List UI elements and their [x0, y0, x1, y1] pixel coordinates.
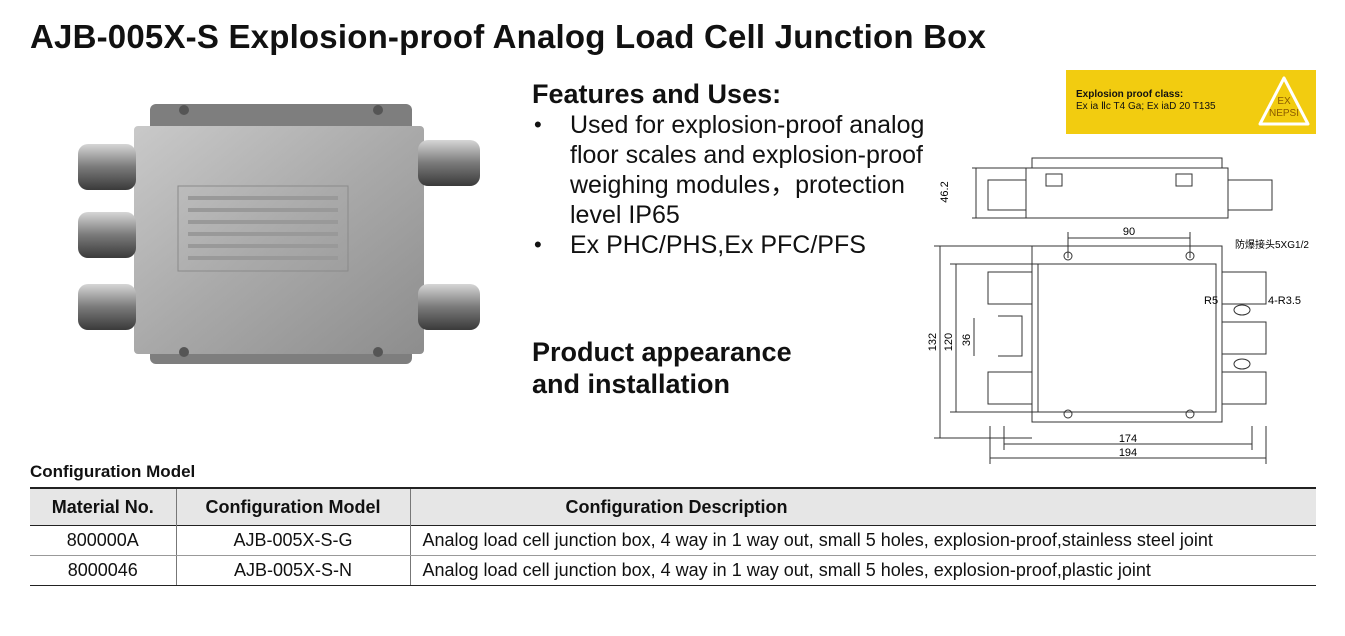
header-configuration-description: Configuration Description — [409, 487, 1316, 526]
features-list: Used for explosion-proof analog floor sc… — [532, 110, 932, 260]
r5-label: R5 — [1204, 295, 1218, 307]
nepsi-mark-top: EX — [1277, 96, 1291, 107]
nepsi-mark-bottom: NEPSI — [1269, 108, 1299, 119]
table-row: 800000A AJB-005X-S-G Analog load cell ju… — [30, 525, 1316, 556]
dim-height-label: 46.2 — [939, 181, 951, 202]
joint-label: 防爆接头5XG1/2 — [1235, 238, 1309, 251]
configuration-section-label: Configuration Model — [30, 462, 196, 481]
cell-configuration-model: AJB-005X-S-G — [175, 525, 410, 556]
table-row: 8000046 AJB-005X-S-N Analog load cell ju… — [30, 555, 1316, 586]
technical-drawing: 46.2 90 防爆接头5XG1/2 R5 4-R3.5 132 120 36 … — [927, 157, 1309, 464]
dim-120-label: 120 — [943, 333, 955, 351]
holes-label: 4-R3.5 — [1268, 295, 1301, 307]
feature-item: Used for explosion-proof analog floor sc… — [532, 110, 932, 230]
cell-material-no: 800000A — [30, 525, 176, 556]
explosion-class-label: Explosion proof class: — [1076, 89, 1184, 100]
explosion-class-badge: Explosion proof class: Ex ia Ⅱc T4 Ga; E… — [1066, 70, 1316, 134]
nepsi-triangle-icon: EX NEPSI — [1258, 76, 1310, 126]
feature-item: Ex PHC/PHS,Ex PFC/PFS — [532, 230, 932, 260]
dim-90-label: 90 — [1123, 226, 1135, 238]
cell-material-no: 8000046 — [30, 555, 176, 586]
explosion-class-value: Ex ia Ⅱc T4 Ga; Ex iaD 20 T135 — [1076, 101, 1216, 112]
appearance-heading: Product appearance and installation — [532, 337, 792, 399]
cell-configuration-model: AJB-005X-S-N — [175, 555, 410, 586]
cell-configuration-description: Analog load cell junction box, 4 way in … — [409, 525, 1316, 556]
dim-36-label: 36 — [961, 334, 973, 346]
features-section: Features and Uses: Used for explosion-pr… — [532, 78, 932, 260]
features-heading: Features and Uses: — [532, 79, 782, 109]
configuration-table: Material No. Configuration Model Configu… — [30, 487, 1316, 586]
table-header-row: Material No. Configuration Model Configu… — [30, 487, 1316, 526]
dim-174-label: 174 — [1119, 433, 1137, 445]
product-photo — [78, 104, 480, 364]
cell-configuration-description: Analog load cell junction box, 4 way in … — [409, 555, 1316, 586]
dim-194-label: 194 — [1119, 447, 1137, 459]
page-title: AJB-005X-S Explosion-proof Analog Load C… — [30, 18, 987, 55]
header-configuration-model: Configuration Model — [175, 487, 410, 526]
dim-132-label: 132 — [927, 333, 939, 351]
header-material-no: Material No. — [30, 487, 176, 526]
